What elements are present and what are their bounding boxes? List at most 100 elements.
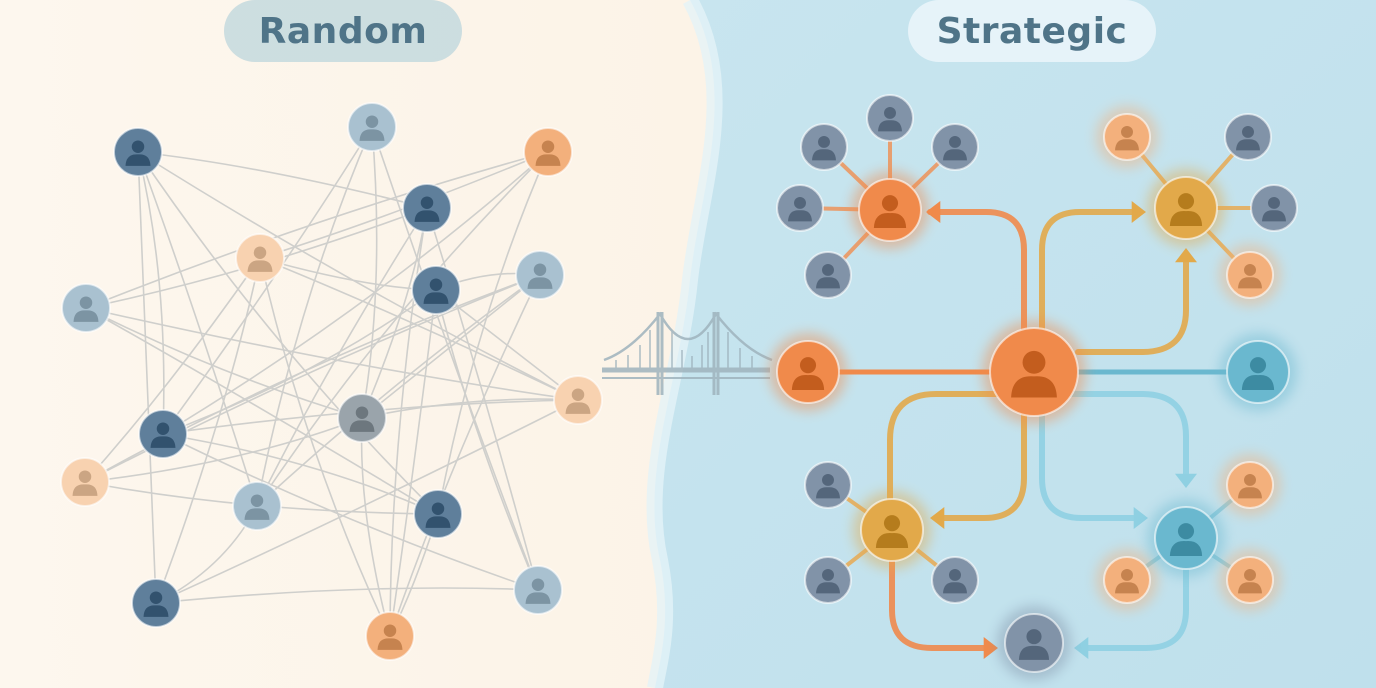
person-icon [565,388,591,414]
arrow-head-icon [1074,637,1089,659]
hub-node-gold [853,491,931,569]
strategic-leaf-node [866,94,914,142]
random-edge [162,433,439,515]
random-person-node [337,393,387,443]
strategic-label-pill: Strategic [908,0,1156,62]
strategic-leaf-node [1096,549,1158,611]
bottom-target-node [997,606,1071,680]
random-label: Random [258,10,428,52]
arrow-head-icon [930,507,945,529]
strategic-nodes [769,94,1298,680]
person-icon [875,515,909,548]
strategic-leaf-node [1224,113,1272,161]
person-icon [878,106,902,132]
person-icon [377,624,403,650]
random-edge [259,151,549,259]
strategic-leaf-node [931,123,979,171]
person-icon [73,296,99,322]
person-icon [1018,629,1050,660]
strategic-leaf-node [804,556,852,604]
bridge-node-teal [1219,333,1297,411]
random-edge [155,587,539,604]
random-edge [85,307,579,401]
person-icon [1115,568,1139,594]
arrow-head-icon [1131,201,1146,223]
random-edge [256,207,428,507]
arrow-head-icon [1133,507,1148,529]
arrow-head-icon [1175,248,1197,263]
strategic-leaf-node [800,123,848,171]
hub-node-gold [1147,169,1225,247]
person-icon [1115,125,1139,151]
random-edge [155,257,261,604]
random-edge [435,289,539,591]
person-icon [812,135,836,161]
person-icon [1238,263,1262,289]
person-icon [425,502,451,528]
random-edge [137,151,579,401]
person-icon [1169,193,1203,226]
random-edge [371,126,539,591]
random-person-node [411,265,461,315]
strategic-leaf-node [1096,106,1158,168]
person-icon [72,470,98,496]
random-edge [155,399,579,604]
random-edge [256,151,549,507]
person-icon [788,196,812,222]
strategic-label: Strategic [936,10,1128,52]
random-nodes [60,102,603,661]
strategic-leaf-node [1219,454,1281,516]
flow-edge [1039,209,1143,333]
person-icon [1238,473,1262,499]
flow-edge [1079,563,1189,651]
random-person-node [235,233,285,283]
random-edge [426,207,539,591]
random-edge [389,274,541,637]
random-edge [85,307,439,515]
random-edge [137,151,258,507]
random-person-node [523,127,573,177]
random-person-node [131,578,181,628]
strategic-leaf-node [776,184,824,232]
random-person-node [402,183,452,233]
random-edge [361,398,579,419]
person-icon [943,135,967,161]
person-icon [349,406,375,432]
random-edge [389,207,428,637]
random-edge [84,417,363,483]
hub-node-teal [1147,499,1225,577]
random-edge [137,151,428,209]
person-icon [414,196,440,222]
person-icon [244,494,270,520]
person-icon [423,278,449,304]
random-edge [162,151,549,435]
person-icon [1011,350,1057,398]
person-icon [1236,125,1260,151]
strategic-leaf-node [1250,184,1298,232]
person-icon [125,140,151,166]
person-icon [816,473,840,499]
random-person-node [61,283,111,333]
person-icon [816,568,840,594]
central-hub-node [982,320,1086,424]
strategic-leaf-node [1219,244,1281,306]
random-edge [137,151,157,604]
random-edges [84,126,579,637]
flow-edge [889,557,993,651]
person-icon [143,591,169,617]
random-person-node [232,481,282,531]
person-icon [943,568,967,594]
person-icon [150,422,176,448]
random-edge [437,151,549,515]
person-icon [816,263,840,289]
person-icon [1262,196,1286,222]
random-edge [84,257,261,483]
arrow-head-icon [983,637,998,659]
random-edge [389,289,437,637]
hub-node-orange [851,171,929,249]
person-icon [1241,357,1275,390]
person-icon [873,195,907,228]
strategic-leaf-node [804,461,852,509]
random-edge [361,126,378,419]
